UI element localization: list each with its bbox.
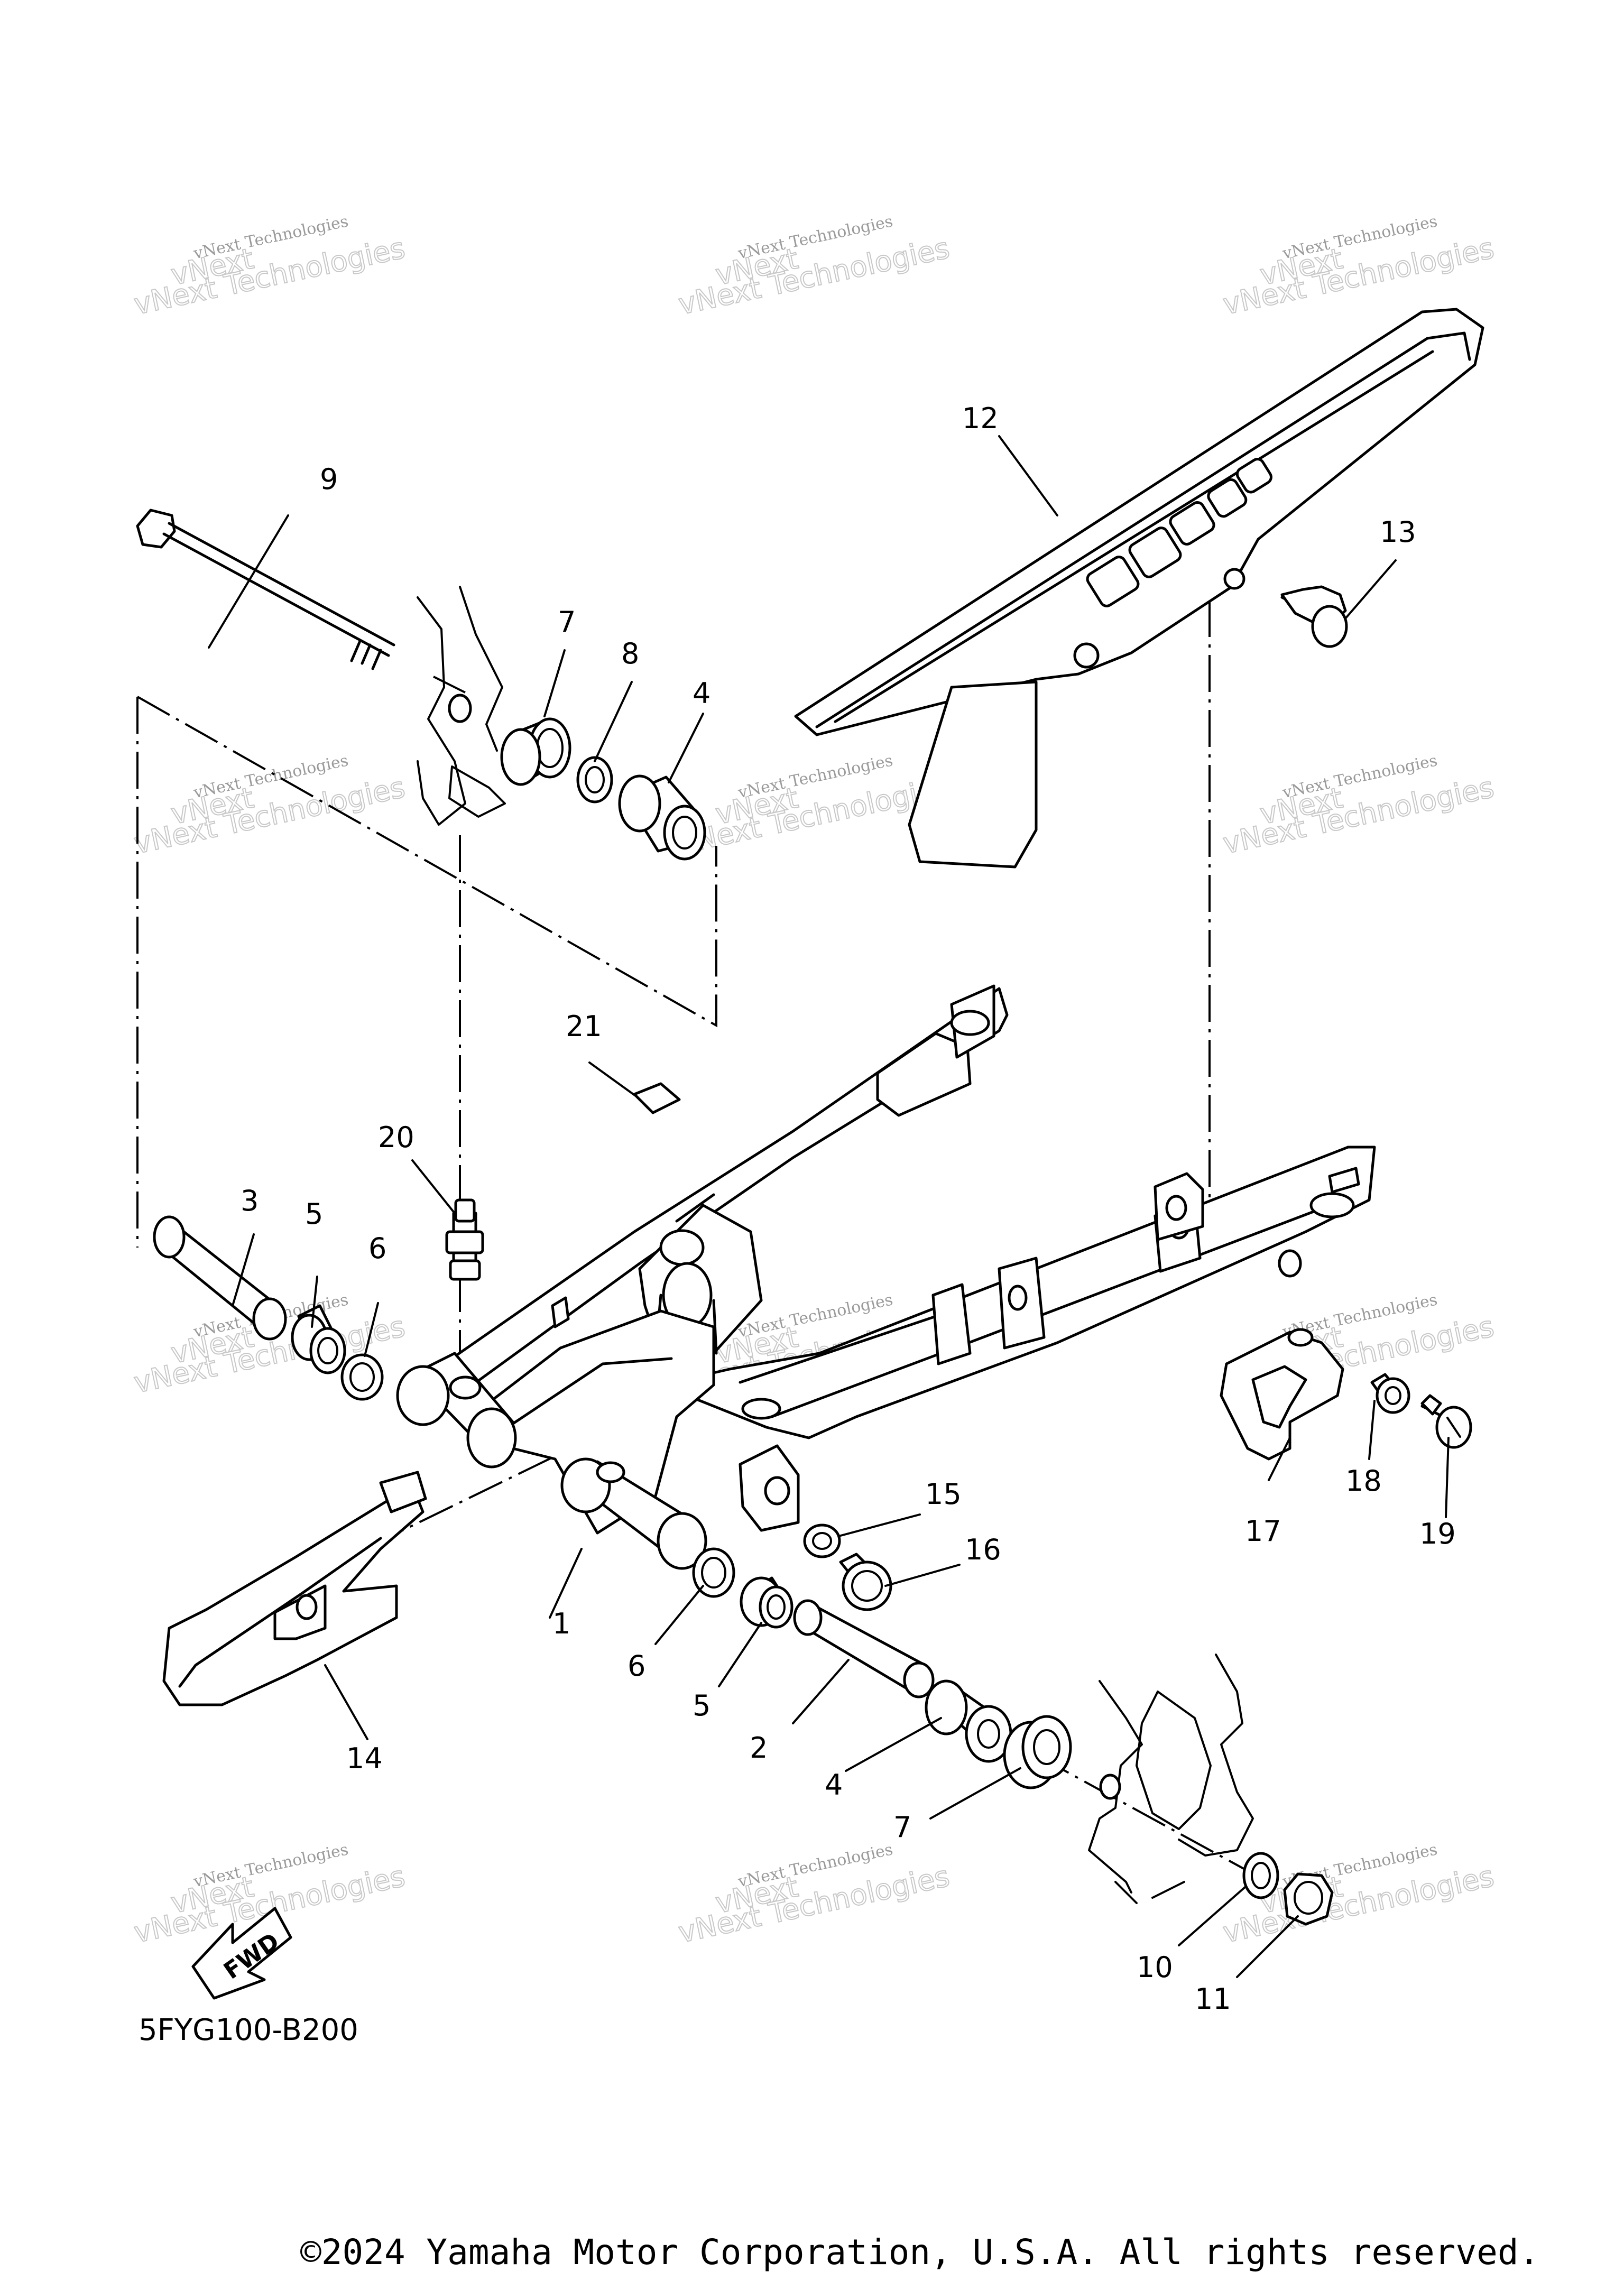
callout-17: 17 bbox=[1245, 1515, 1281, 1548]
part-2-collar bbox=[793, 1599, 935, 1698]
part-15-washer bbox=[803, 1523, 841, 1558]
frame-bracket-bottom bbox=[1088, 1654, 1254, 1904]
part-4-collar-bottom bbox=[925, 1679, 1012, 1763]
part-12-chain-case bbox=[794, 308, 1484, 869]
callout-12: 12 bbox=[962, 402, 999, 435]
callout-16: 16 bbox=[965, 1533, 1001, 1566]
part-17-guide-plate bbox=[1220, 1328, 1344, 1461]
part-6-seal-right bbox=[692, 1547, 735, 1598]
part-14-chain-guide bbox=[162, 1471, 427, 1706]
part-13-bolt bbox=[1280, 585, 1348, 648]
watermark: vNext vNext Technologies vNext Technolog… bbox=[675, 1840, 953, 1950]
callout-9: 9 bbox=[320, 463, 338, 496]
callout-labels: 9 7 8 4 12 13 21 20 3 5 6 15 16 17 18 19… bbox=[241, 402, 1456, 2016]
callout-11: 11 bbox=[1195, 1982, 1231, 2016]
part-11-nut bbox=[1283, 1872, 1334, 1926]
assembly-lines bbox=[136, 600, 1259, 1878]
callout-4-lower: 4 bbox=[825, 1768, 843, 1802]
part-18-collar bbox=[1370, 1373, 1410, 1414]
callout-1: 1 bbox=[552, 1607, 570, 1640]
leader-lines bbox=[208, 435, 1450, 1978]
part-8-washer bbox=[576, 756, 613, 804]
part-1-swingarm bbox=[396, 984, 1376, 1570]
callout-10: 10 bbox=[1137, 1951, 1173, 1984]
callout-4: 4 bbox=[693, 677, 710, 710]
part-20-grease-nipple bbox=[445, 1198, 484, 1281]
callout-8: 8 bbox=[621, 637, 639, 670]
callout-5: 5 bbox=[305, 1197, 323, 1231]
part-5-bearing-right bbox=[740, 1576, 793, 1629]
callout-18: 18 bbox=[1345, 1464, 1382, 1498]
callout-7-lower: 7 bbox=[893, 1811, 911, 1844]
part-21-label bbox=[633, 1082, 681, 1114]
watermark: vNext vNext Technologies vNext Technolog… bbox=[1220, 751, 1498, 861]
callout-14: 14 bbox=[346, 1742, 383, 1775]
callout-20: 20 bbox=[378, 1121, 414, 1154]
callout-3: 3 bbox=[241, 1184, 259, 1217]
part-6-seal-left bbox=[340, 1353, 384, 1401]
callout-19: 19 bbox=[1419, 1517, 1456, 1550]
copyright-notice: ©2024 Yamaha Motor Corporation, U.S.A. A… bbox=[300, 2232, 1540, 2273]
part-16-bolt bbox=[839, 1553, 892, 1611]
callout-6: 6 bbox=[368, 1232, 386, 1265]
callout-7: 7 bbox=[558, 605, 576, 639]
part-7-bushing-top bbox=[500, 717, 571, 786]
callout-6-lower: 6 bbox=[628, 1649, 645, 1683]
callout-5-lower: 5 bbox=[693, 1689, 710, 1722]
watermark: vNext vNext Technologies vNext Technolog… bbox=[675, 751, 953, 861]
diagram-code: 5FYG100-B200 bbox=[139, 2013, 358, 2047]
callout-2: 2 bbox=[750, 1731, 768, 1765]
part-4-collar-top bbox=[618, 774, 706, 861]
frame-bracket-top bbox=[417, 586, 506, 826]
callout-15: 15 bbox=[925, 1478, 962, 1511]
part-10-washer bbox=[1242, 1852, 1279, 1899]
watermark: vNext vNext Technologies vNext Technolog… bbox=[131, 751, 409, 861]
part-19-bolt bbox=[1420, 1394, 1472, 1449]
part-9-pivot-shaft bbox=[136, 509, 395, 670]
callout-21: 21 bbox=[566, 1010, 602, 1043]
watermark: vNext vNext Technologies vNext Technolog… bbox=[675, 212, 953, 321]
part-3-collar bbox=[153, 1215, 287, 1341]
watermark: vNext vNext Technologies vNext Technolog… bbox=[1220, 212, 1498, 321]
callout-13: 13 bbox=[1380, 515, 1416, 549]
part-7-bushing-bottom bbox=[1003, 1715, 1072, 1789]
watermark: vNext vNext Technologies vNext Technolog… bbox=[131, 212, 409, 321]
